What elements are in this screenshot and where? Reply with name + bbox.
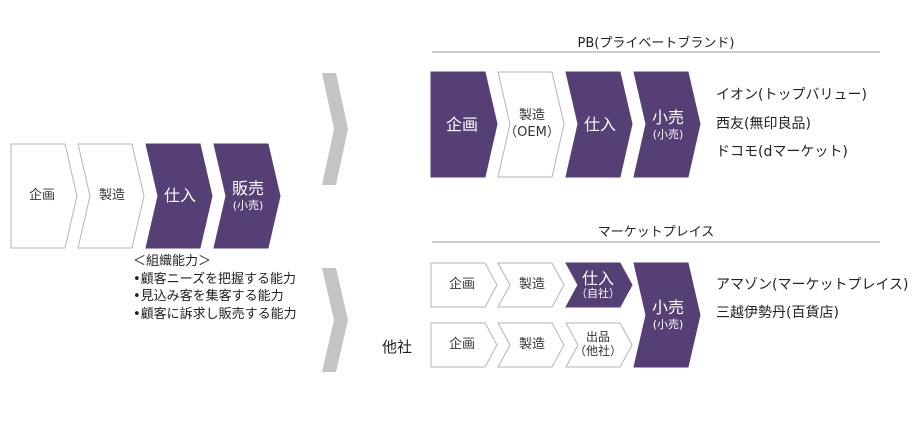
step-label: 小売 — [651, 107, 684, 127]
step-label: 製造 — [518, 108, 545, 124]
step-sales-shape — [213, 143, 281, 249]
step-label: 出品 — [585, 330, 610, 345]
example-company: 西友(無印良品) — [716, 115, 811, 132]
step-label: 企画 — [445, 114, 478, 134]
step-label: 製造 — [98, 187, 125, 203]
example-company: ドコモ(dマーケット) — [716, 144, 848, 160]
capability-item: •見込み客を集客する能力 — [133, 289, 284, 304]
capabilities: ＜組織能力＞ •顧客ニーズを把握する能力 •見込み客を集客する能力 •顧客に訴求… — [133, 253, 297, 323]
step-label: 仕入 — [583, 114, 616, 134]
mp-purchase-shape — [565, 262, 633, 308]
example-company: イオン(トップバリュー) — [716, 87, 867, 103]
step-label: 企画 — [28, 187, 55, 203]
step-manufacture: 製造 — [84, 144, 140, 248]
step-label: 企画 — [448, 276, 475, 292]
example-company: アマゾン(マーケットプレイス) — [716, 277, 909, 293]
capability-item: •顧客ニーズを把握する能力 — [133, 271, 297, 287]
mp-title: マーケットプレイス — [597, 225, 715, 240]
pb-manufacture: 製造（OEM） — [504, 72, 560, 177]
pb-plan-shape — [430, 71, 498, 178]
step-label: 製造 — [518, 276, 545, 292]
mp-retail-shape — [633, 262, 701, 368]
pb-purchase: 仕入 — [572, 72, 628, 177]
capabilities-title: ＜組織能力＞ — [133, 254, 212, 269]
other-listing: 出品（他社） — [568, 323, 628, 367]
step-label: 仕入 — [581, 269, 614, 289]
arrow-to-marketplace — [322, 268, 348, 372]
step-sublabel: （他社） — [573, 344, 622, 358]
pb-examples: イオン(トップバリュー) 西友(無印良品) ドコモ(dマーケット) — [716, 81, 867, 167]
pb-purchase-shape — [565, 71, 633, 178]
mp-purchase: 仕入（自社） — [568, 263, 628, 307]
mp-plan-shape — [430, 262, 498, 308]
step-manufacture-shape — [77, 143, 145, 249]
step-purchase: 仕入 — [152, 144, 208, 248]
pb-plan: 企画 — [431, 72, 493, 177]
example-company: 三越伊勢丹(百貨店) — [716, 305, 839, 321]
arrow-to-pb — [322, 73, 348, 185]
step-sales: 販売(小売) — [220, 144, 276, 248]
mp-plan: 企画 — [431, 263, 493, 307]
step-label: 小売 — [651, 298, 684, 318]
mp-manufacture: 製造 — [504, 263, 560, 307]
step-sublabel: （OEM） — [504, 124, 560, 140]
other-listing-shape — [565, 322, 633, 368]
other-company-label: 他社 — [382, 338, 413, 356]
other-manufacture-shape — [497, 322, 565, 368]
step-label: 製造 — [518, 336, 545, 352]
mp-manufacture-shape — [497, 262, 565, 308]
mp-examples: アマゾン(マーケットプレイス) 三越伊勢丹(百貨店) — [716, 271, 909, 327]
step-sublabel: (小売) — [652, 127, 684, 141]
pb-title: PB(プライベートブランド) — [577, 36, 735, 51]
step-sublabel: （自社） — [576, 286, 620, 300]
step-sublabel: (小売) — [232, 199, 264, 213]
step-label: 販売 — [231, 179, 264, 199]
step-purchase-shape — [145, 143, 213, 249]
pb-retail-shape — [633, 71, 701, 178]
step-label: 企画 — [448, 336, 475, 352]
mp-retail: 小売(小売) — [640, 263, 696, 367]
pb-retail: 小売(小売) — [640, 72, 696, 177]
left-chain — [10, 143, 281, 249]
step-label: 仕入 — [163, 186, 196, 205]
step-plan-shape — [10, 143, 78, 249]
other-manufacture: 製造 — [504, 323, 560, 367]
pb-manufacture-shape — [497, 71, 565, 178]
other-plan-shape — [430, 322, 498, 368]
capability-item: •顧客に訴求し販売する能力 — [133, 306, 297, 322]
other-plan: 企画 — [431, 323, 493, 367]
step-plan: 企画 — [11, 144, 73, 248]
step-sublabel: (小売) — [652, 318, 684, 332]
